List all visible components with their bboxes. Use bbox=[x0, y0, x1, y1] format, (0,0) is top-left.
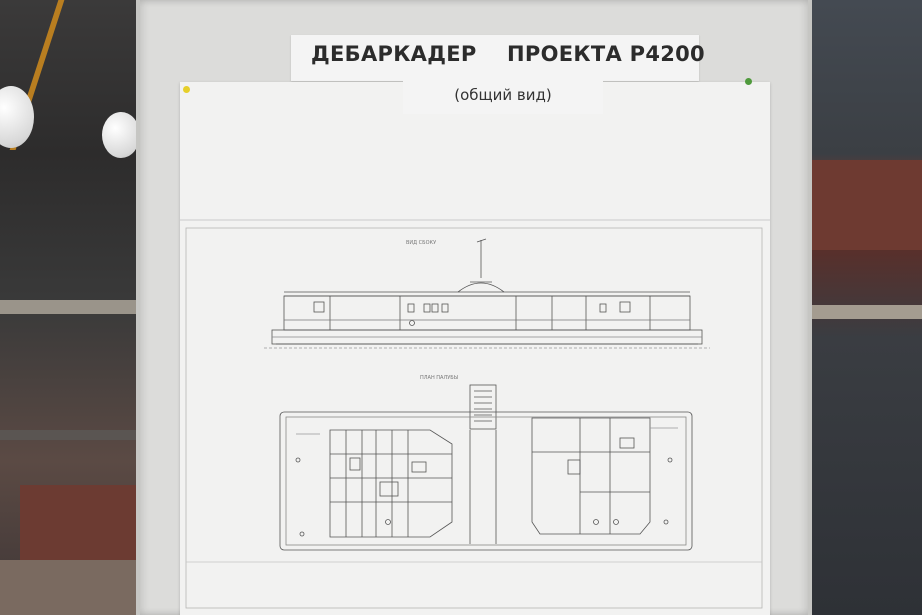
title-right: ПРОЕКТА Р4200 bbox=[507, 42, 705, 66]
board-edge bbox=[136, 0, 140, 615]
poster-title: ДЕБАРКАДЕР ПРОЕКТА Р4200 bbox=[311, 42, 705, 66]
title-left: ДЕБАРКАДЕР bbox=[311, 42, 477, 66]
steel-beam bbox=[0, 300, 140, 314]
side-view-caption: ВИД СБОКУ bbox=[406, 240, 436, 246]
drawing-frame bbox=[180, 219, 770, 609]
steel-beam bbox=[0, 430, 140, 440]
rusty-steel-block bbox=[812, 160, 922, 250]
yellow-push-pin bbox=[183, 86, 190, 93]
drawing-sheet bbox=[180, 82, 770, 615]
steel-beam bbox=[812, 305, 922, 319]
title-sheet bbox=[291, 35, 699, 81]
board-edge bbox=[808, 0, 812, 615]
workshop-floor bbox=[0, 560, 140, 615]
rusty-steel-block bbox=[20, 485, 140, 565]
side-view-elevation bbox=[264, 238, 710, 349]
deck-plan bbox=[279, 384, 693, 551]
green-push-pin bbox=[745, 78, 752, 85]
technical-drawing: ВИД СБОКУ bbox=[180, 219, 770, 609]
white-balloon bbox=[102, 112, 140, 158]
poster-subtitle: (общий вид) bbox=[454, 86, 552, 104]
subtitle-sheet bbox=[403, 78, 603, 114]
plan-view-caption: ПЛАН ПАЛУБЫ bbox=[420, 375, 458, 381]
